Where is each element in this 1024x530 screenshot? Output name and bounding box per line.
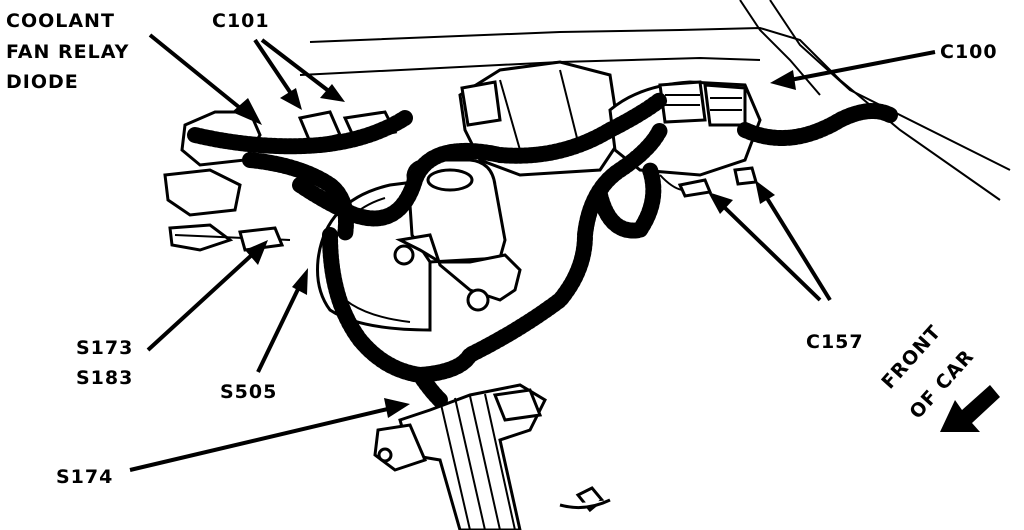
master-cylinder [393,158,522,312]
label-c100: C100 [940,41,998,63]
c157-connectors [659,166,758,198]
lower-harness-bundle [373,383,611,530]
wiring-harness [187,92,898,408]
label-s505: S505 [220,381,277,403]
front-of-car-indicator [940,385,1000,432]
label-s183: S183 [76,367,133,389]
label-s173: S173 [76,337,133,359]
label-coolant-fan-relay-diode-3: DIODE [6,71,79,93]
label-c157: C157 [806,331,864,353]
label-s174: S174 [56,466,113,488]
label-coolant-fan-relay-diode-1: COOLANT [6,10,115,32]
front-direction-arrow-icon [940,385,1000,432]
label-c101: C101 [212,10,270,32]
label-coolant-fan-relay-diode-2: FAN RELAY [6,41,129,63]
callout-leaders [129,33,936,472]
